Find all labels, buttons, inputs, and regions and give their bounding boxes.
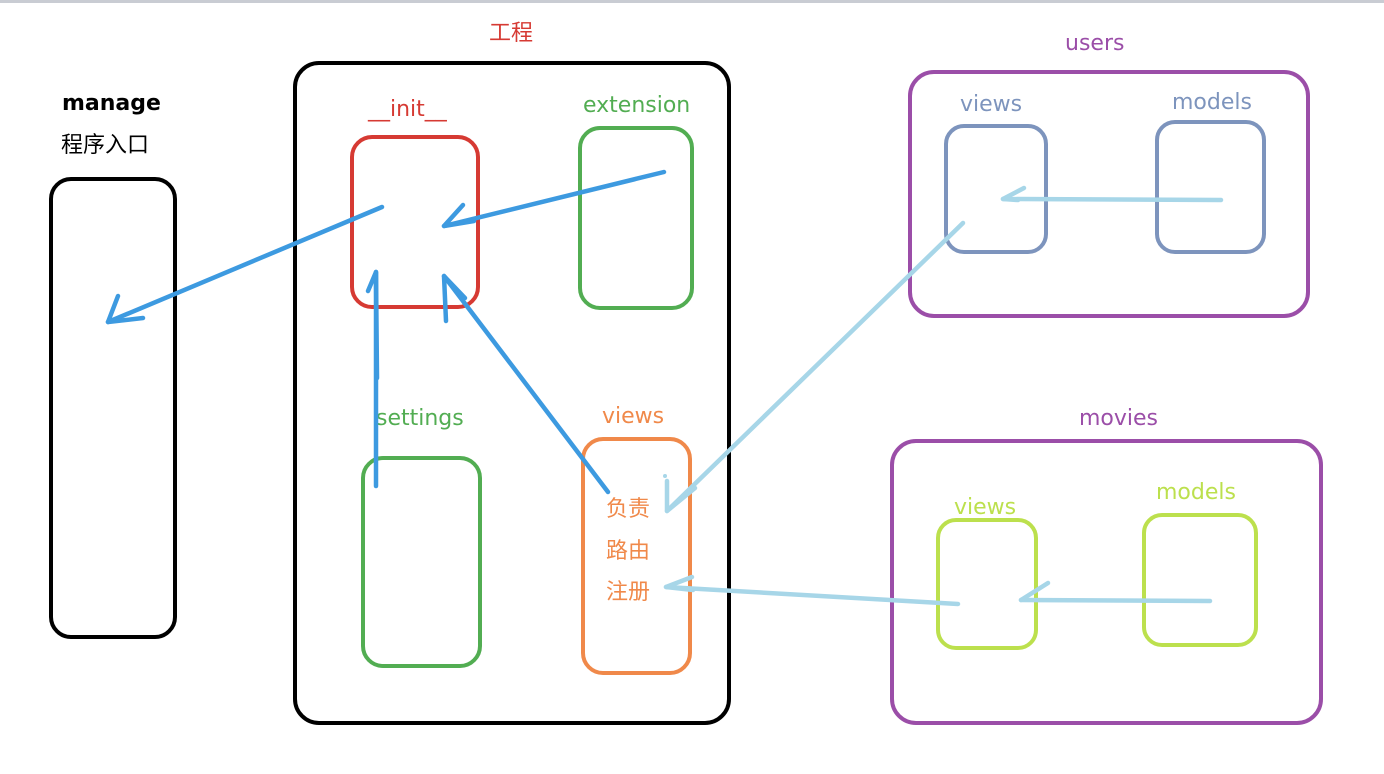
init-label: __init__	[368, 97, 447, 122]
manage-title: manage	[62, 91, 161, 116]
arrowhead-movies-models	[1018, 580, 1051, 603]
manage-subtitle: 程序入口	[61, 133, 150, 158]
arrowhead-extension-to-init	[441, 202, 477, 229]
views-desc-line-1: 负责	[606, 497, 651, 522]
arrow-views-to-init	[441, 273, 611, 495]
views-desc-line-2: 路由	[606, 539, 651, 564]
window-top-edge	[0, 0, 1384, 3]
project-title: 工程	[489, 21, 534, 46]
settings-label: settings	[376, 406, 464, 431]
arrow-movies-views-to-project-views	[663, 584, 961, 607]
arrowhead-views-to-init	[441, 273, 468, 324]
settings-box	[361, 456, 482, 668]
extension-label: extension	[583, 93, 691, 118]
users-title: users	[1065, 31, 1125, 56]
movies-views-box	[936, 518, 1038, 650]
movies-models-label: models	[1156, 480, 1236, 505]
users-views-box	[944, 124, 1048, 254]
movies-title: movies	[1079, 406, 1159, 431]
manage-box	[49, 177, 177, 639]
users-models-label: models	[1172, 90, 1252, 115]
stray-dot	[663, 474, 667, 478]
arrow-movies-models-to-views	[1018, 597, 1213, 604]
arrowhead-users-views	[664, 478, 698, 514]
arrow-users-models-to-views	[1000, 196, 1224, 203]
arrowhead-users-models	[1000, 185, 1027, 203]
users-box	[908, 70, 1310, 318]
users-views-label: views	[960, 92, 1023, 117]
views-desc-line-3: 注册	[606, 580, 651, 605]
arrowhead-settings-to-init	[365, 269, 380, 381]
arrowhead-movies-views	[663, 574, 696, 593]
arrow-init-to-manage	[105, 204, 385, 325]
project-box	[293, 61, 731, 725]
movies-models-box	[1142, 513, 1258, 647]
movies-box	[890, 439, 1323, 725]
extension-box	[578, 126, 694, 310]
arrow-extension-to-init	[441, 169, 667, 229]
movies-views-label: views	[954, 495, 1017, 520]
arrow-users-views-to-project-views	[664, 220, 966, 514]
project-views-label: views	[602, 404, 665, 429]
project-views-box	[581, 437, 692, 675]
users-models-box	[1155, 120, 1266, 254]
arrowhead-init-to-manage	[105, 293, 146, 325]
